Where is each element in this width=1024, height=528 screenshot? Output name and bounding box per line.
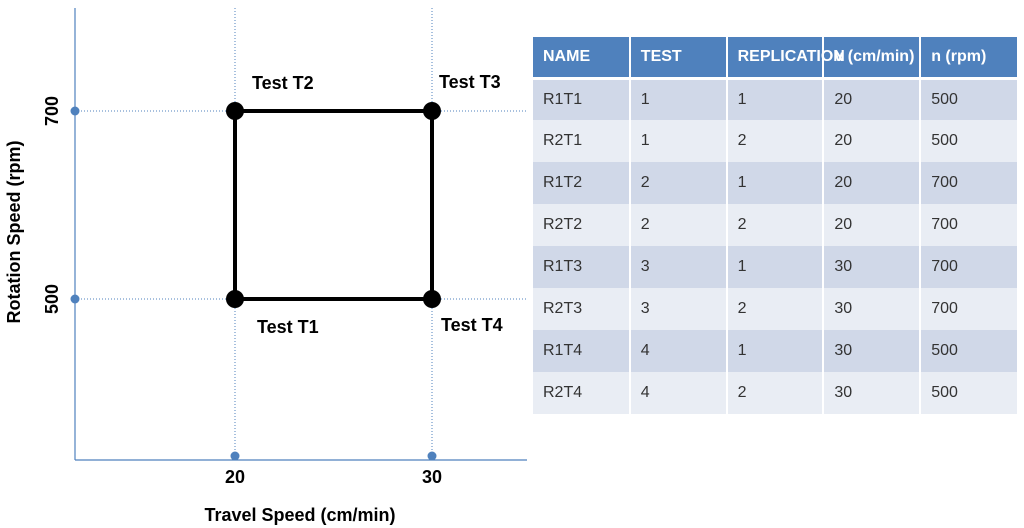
cell-name: R2T4 — [533, 372, 631, 414]
cell-replication: 1 — [726, 78, 825, 120]
x-tick-label: 20 — [225, 467, 245, 487]
test-point-label: Test T4 — [441, 315, 503, 335]
cell-n: 700 — [920, 288, 1017, 330]
cell-name: R1T3 — [533, 246, 631, 288]
x-axis-title: Travel Speed (cm/min) — [204, 505, 395, 525]
cell-v: 20 — [823, 78, 922, 120]
cell-name: R2T3 — [533, 288, 631, 330]
y-axis-title: Rotation Speed (rpm) — [4, 140, 24, 323]
cell-v: 30 — [823, 288, 922, 330]
cell-n: 500 — [920, 372, 1017, 414]
cell-replication: 2 — [726, 372, 825, 414]
cell-v: 30 — [823, 246, 922, 288]
test-point — [423, 290, 441, 308]
cell-name: R1T4 — [533, 330, 631, 372]
cell-n: 500 — [920, 78, 1017, 120]
cell-name: R1T1 — [533, 78, 631, 120]
y-tick-label: 500 — [42, 284, 62, 314]
table-header: NAME TEST REPLICATION v (cm/min) n (rpm) — [533, 37, 1017, 80]
cell-v: 20 — [823, 204, 922, 246]
test-point-label: Test T3 — [439, 72, 501, 92]
cell-v: 30 — [823, 330, 922, 372]
x-tick-marker — [427, 451, 437, 461]
cell-replication: 1 — [726, 246, 825, 288]
axes — [70, 8, 527, 461]
y-tick-marker — [70, 294, 80, 304]
cell-v: 20 — [823, 120, 922, 162]
cell-name: R2T1 — [533, 120, 631, 162]
cell-test: 4 — [629, 372, 728, 414]
header-v: v (cm/min) — [823, 37, 922, 80]
test-point-label: Test T1 — [257, 317, 319, 337]
header-test: TEST — [629, 37, 728, 80]
test-point-label: Test T2 — [252, 73, 314, 93]
cell-test: 1 — [629, 78, 728, 120]
cell-n: 500 — [920, 330, 1017, 372]
cell-n: 700 — [920, 246, 1017, 288]
cell-name: R1T2 — [533, 162, 631, 204]
cell-n: 700 — [920, 162, 1017, 204]
cell-replication: 2 — [726, 204, 825, 246]
cell-v: 30 — [823, 372, 922, 414]
cell-replication: 1 — [726, 162, 825, 204]
test-point — [226, 290, 244, 308]
cell-v: 20 — [823, 162, 922, 204]
y-tick-marker — [70, 106, 80, 116]
cell-test: 1 — [629, 120, 728, 162]
test-points — [226, 102, 441, 308]
header-replication: REPLICATION — [726, 37, 845, 80]
cell-test: 3 — [629, 246, 728, 288]
cell-replication: 2 — [726, 288, 825, 330]
x-tick-label: 30 — [422, 467, 442, 487]
test-point — [226, 102, 244, 120]
cell-n: 500 — [920, 120, 1017, 162]
y-tick-label: 700 — [42, 96, 62, 126]
cell-n: 700 — [920, 204, 1017, 246]
header-n: n (rpm) — [920, 37, 1017, 80]
cell-test: 4 — [629, 330, 728, 372]
cell-test: 3 — [629, 288, 728, 330]
table-header-row: NAME TEST REPLICATION v (cm/min) n (rpm) — [533, 37, 1017, 80]
x-tick-marker — [230, 451, 240, 461]
experiment-table: NAME TEST REPLICATION v (cm/min) n (rpm)… — [533, 37, 1017, 414]
cell-replication: 2 — [726, 120, 825, 162]
header-name: NAME — [533, 37, 631, 80]
cell-test: 2 — [629, 204, 728, 246]
test-point — [423, 102, 441, 120]
test-outline-rect — [233, 109, 434, 301]
cell-replication: 1 — [726, 330, 825, 372]
test-outline — [233, 109, 434, 301]
cell-name: R2T2 — [533, 204, 631, 246]
cell-test: 2 — [629, 162, 728, 204]
